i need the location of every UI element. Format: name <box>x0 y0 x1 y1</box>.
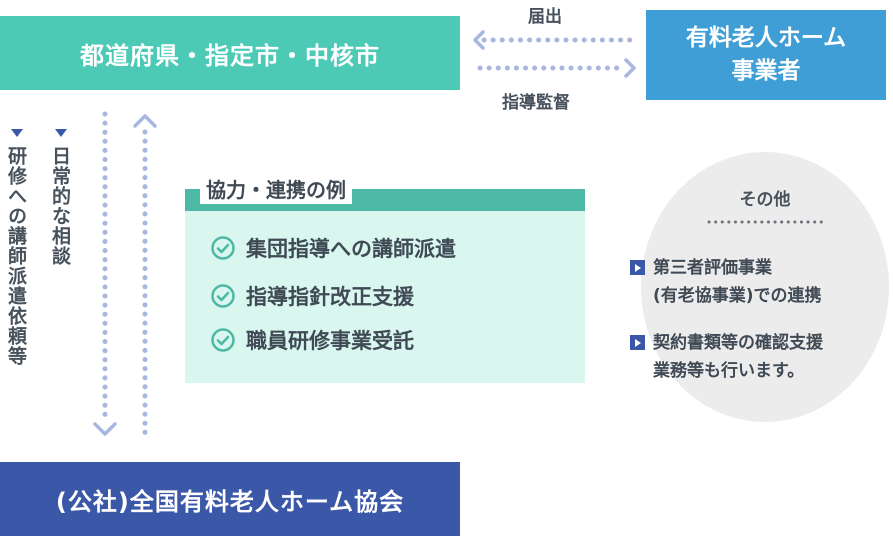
other-item-line: 第三者評価事業 <box>653 258 772 278</box>
business-operator-box: 有料老人ホーム事業者 <box>646 10 886 100</box>
cooperation-title: 協力・連携の例 <box>200 176 352 204</box>
prefecture-box: 都道府県・指定市・中核市 <box>0 16 460 90</box>
supervision-label: 指導監督 <box>502 93 570 113</box>
other-item-line: 契約書類等の確認支援 <box>653 333 823 353</box>
notification-arrow <box>473 30 633 50</box>
cooperation-item-label: 集団指導への講師派遣 <box>246 237 456 261</box>
cooperation-item-label: 職員研修事業受託 <box>246 329 414 353</box>
supervision-arrow <box>477 58 636 78</box>
other-item-line: 業務等も行います。 <box>653 361 805 381</box>
triangle-marker-icon <box>11 129 23 137</box>
vertical-arrows <box>93 111 157 437</box>
other-title: その他 <box>739 190 791 210</box>
cooperation-box <box>185 189 585 383</box>
other-item-line: (有老協事業)での連携 <box>653 286 822 306</box>
notification-label: 届出 <box>528 7 562 27</box>
triangle-marker-icon <box>55 129 67 137</box>
check-circle-icon <box>211 236 235 260</box>
upward-arrow <box>133 114 157 437</box>
other-item: 契約書類等の確認支援業務等も行います。 <box>630 329 823 385</box>
cooperation-item: 指導指針改正支援 <box>210 281 414 311</box>
check-circle-icon <box>211 328 235 352</box>
downward-arrow <box>93 111 117 436</box>
cooperation-item: 職員研修事業受託 <box>210 325 414 355</box>
daily-consultation-label: 日常的な相談 <box>49 146 71 266</box>
other-circle <box>641 152 889 422</box>
lecturer-dispatch-label: 研修への講師派遣依頼等 <box>5 146 27 366</box>
biz-line-2: 事業者 <box>731 58 801 84</box>
biz-line-1: 有料老人ホーム <box>685 25 847 51</box>
check-circle-icon <box>211 284 235 308</box>
association-box: (公社)全国有料老人ホーム協会 <box>0 462 460 536</box>
play-square-icon <box>630 260 645 275</box>
horizontal-arrows <box>473 30 636 78</box>
dotted-divider <box>707 220 829 224</box>
play-square-icon <box>630 335 645 350</box>
cooperation-item-label: 指導指針改正支援 <box>246 285 414 309</box>
other-item: 第三者評価事業 (有老協事業)での連携 <box>630 254 822 310</box>
cooperation-item: 集団指導への講師派遣 <box>210 233 456 263</box>
